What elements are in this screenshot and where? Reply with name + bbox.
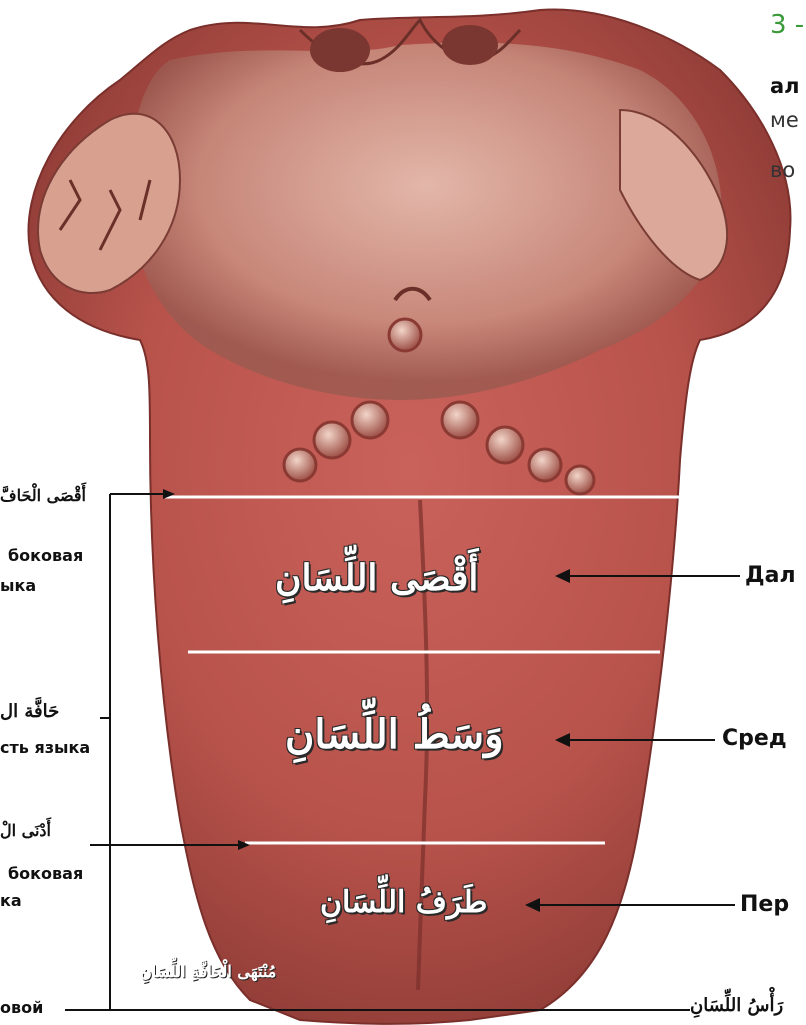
zone-label-tip: طَرَفُ اللِّسَانِ [320,888,487,918]
left-label-back-edge-ru-1: боковая [8,548,83,564]
intro-number: 3 - [770,12,804,38]
left-label-side-ru: сть языка [0,740,90,756]
intro-line-2: ме [770,110,799,131]
bottom-label-edge-end: مُنْتَهَى الْحَافَّةِ اللِّسَانِ [140,964,276,980]
left-label-bottom-ru: овой [0,1000,43,1016]
left-label-back-edge-ru-2: ыка [0,578,36,594]
left-label-near-edge-ar: أَدْنَى الْ [0,823,51,839]
left-label-near-edge-ru-2: ка [0,893,22,909]
left-label-near-edge-ru-1: боковая [8,866,83,882]
zone-label-back: أَقْصَى اللِّسَانِ [275,560,478,596]
right-label-middle: Сред [722,728,787,750]
right-label-front: Пер [740,894,789,916]
intro-line-3: во [770,160,795,181]
zone-label-middle: وَسَطُ اللِّسَانِ [285,715,504,755]
left-label-side-ar: حَافَّة ال [0,703,59,721]
right-label-back: Дал [745,565,796,587]
left-label-back-edge-ar: أَقْصَى الْحَافَّ [0,488,86,504]
bottom-label-head: رَأْسُ اللِّسَانِ [690,997,783,1015]
intro-line-1: ал [770,76,800,97]
